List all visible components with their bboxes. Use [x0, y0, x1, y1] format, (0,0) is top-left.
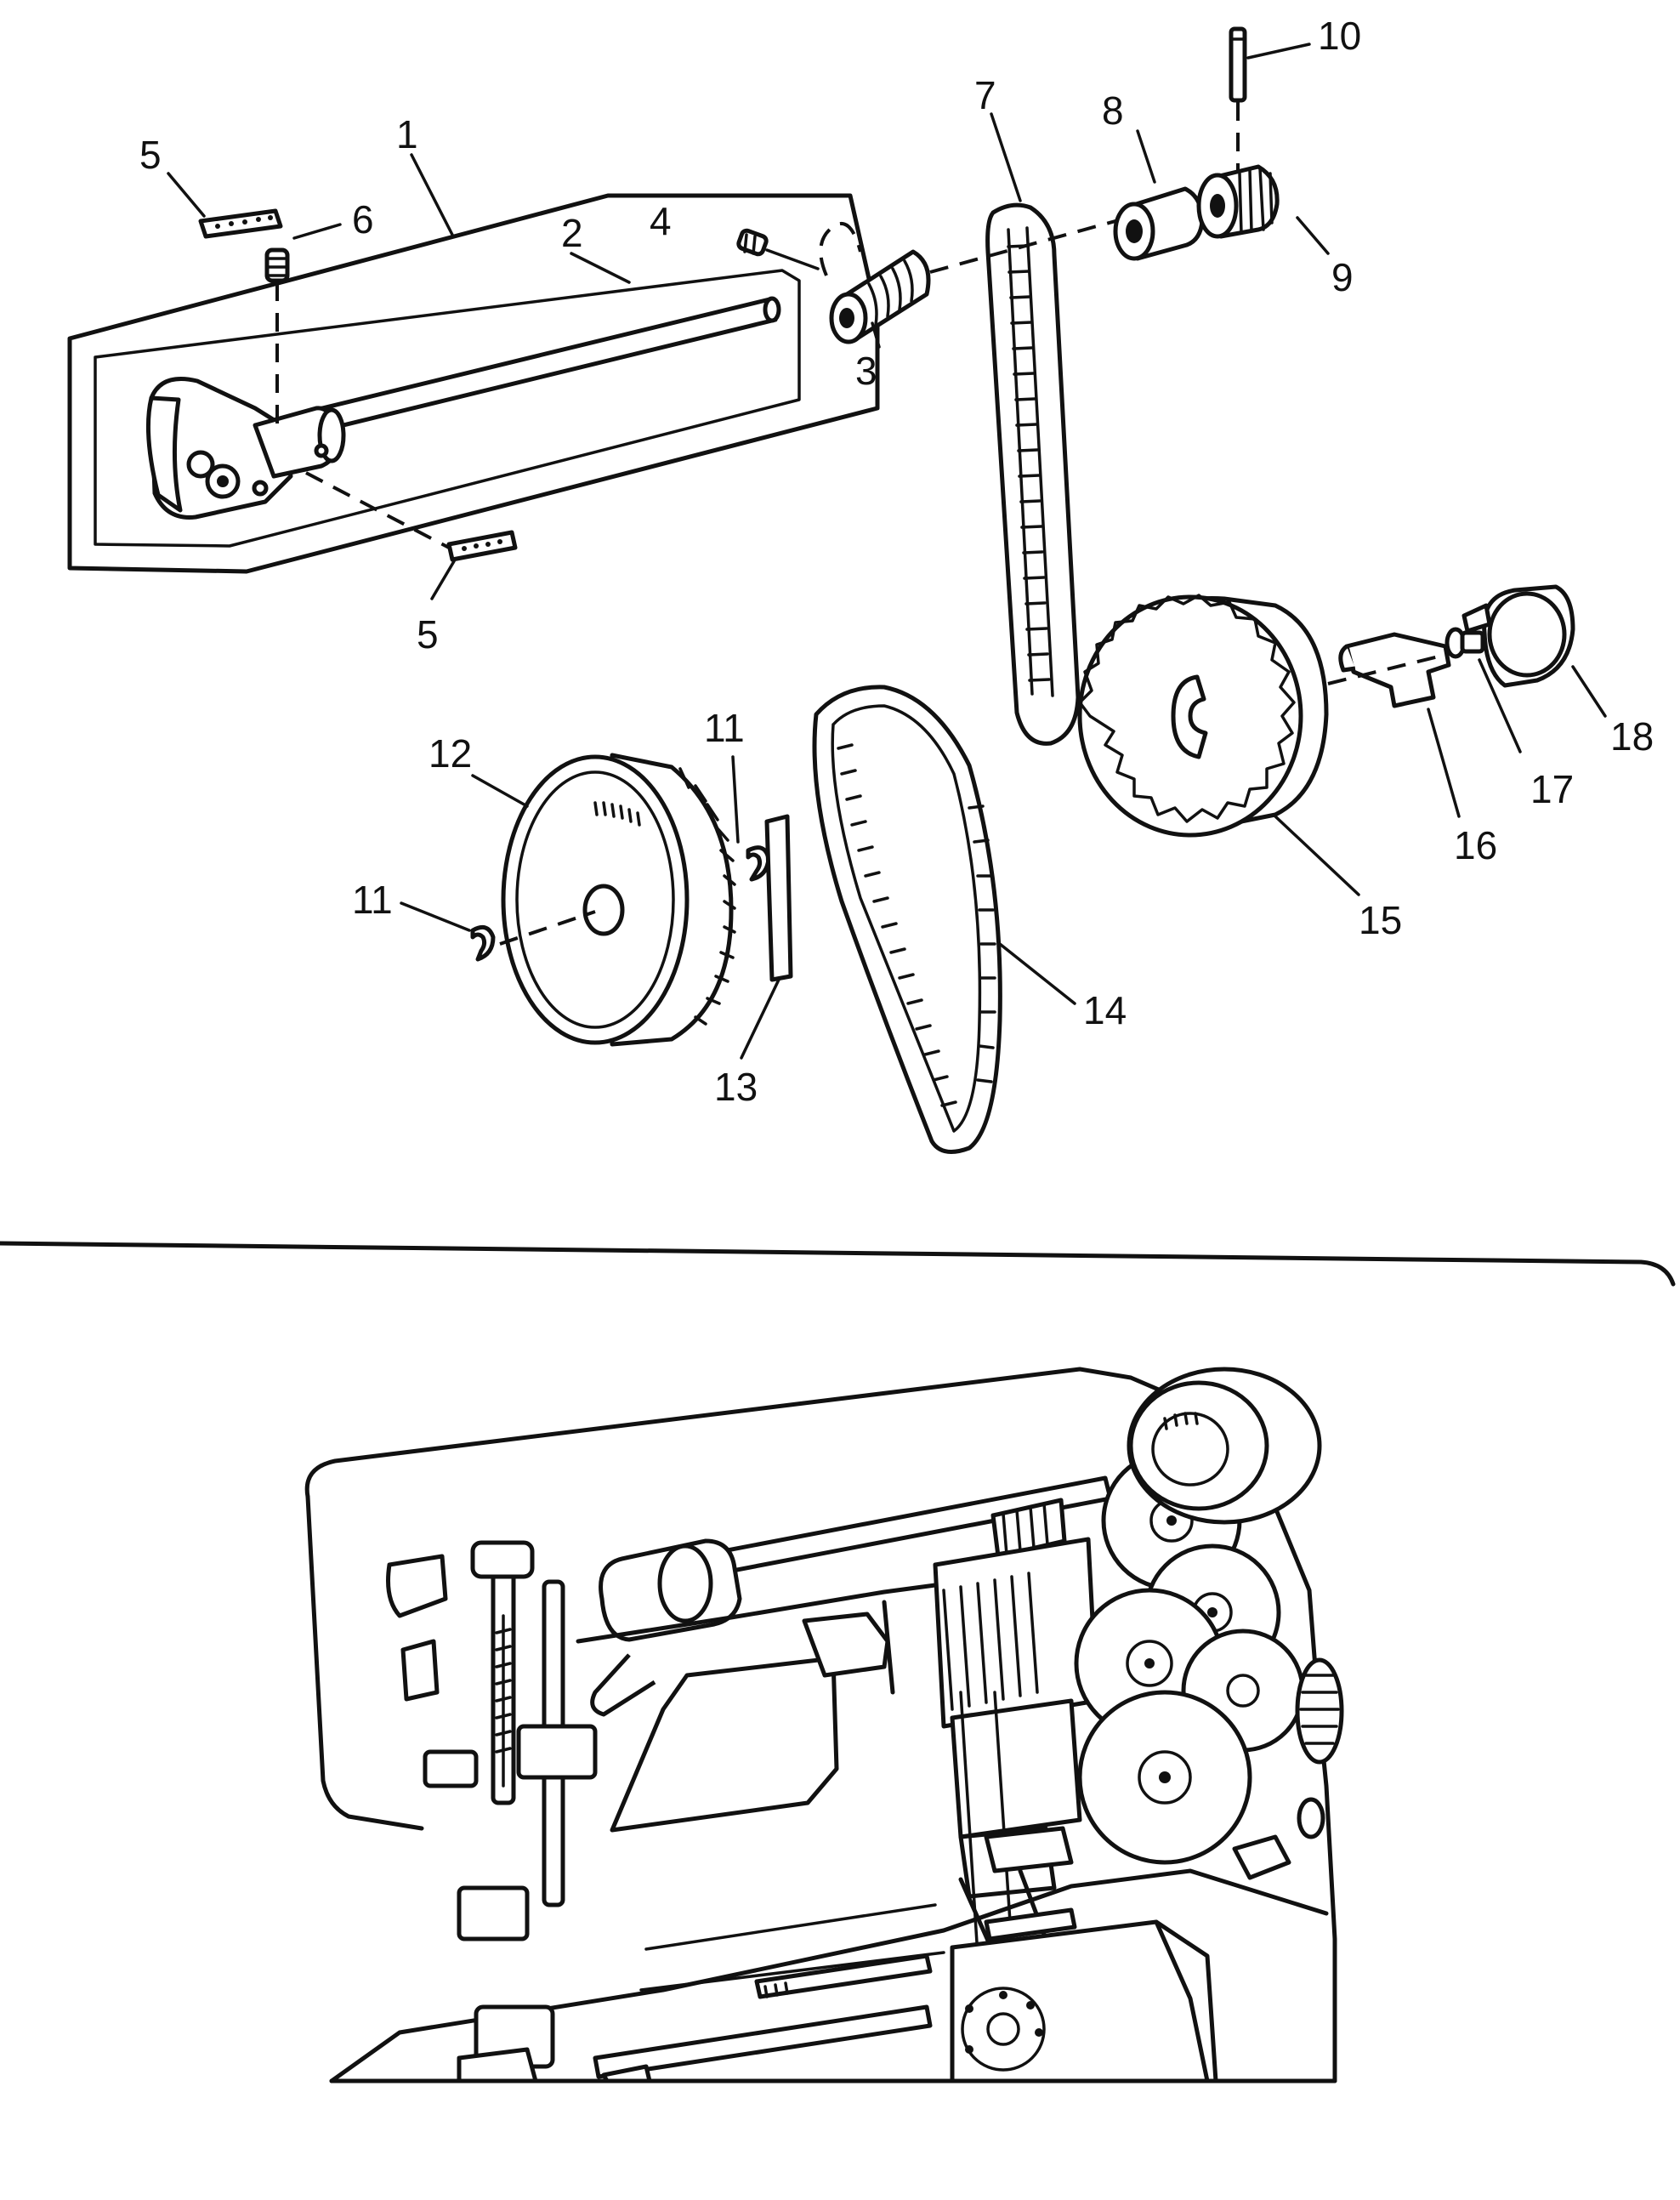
timing-belt-14 — [812, 685, 1002, 1154]
screw-4 — [736, 228, 769, 257]
worm-gear-3 — [829, 249, 931, 344]
exploded-view — [67, 26, 1607, 1154]
callout-1: 1 — [396, 112, 418, 156]
callout-4: 4 — [650, 199, 672, 243]
pulley-9 — [1196, 164, 1280, 239]
section-divider — [0, 1241, 1676, 1287]
callout-14: 14 — [1083, 988, 1127, 1032]
retaining-ring-11-right — [746, 845, 771, 882]
callout-3: 3 — [855, 349, 877, 393]
callout-12: 12 — [429, 731, 472, 776]
leader-lines — [167, 43, 1607, 1060]
callout-5-upper: 5 — [139, 133, 162, 177]
callout-2: 2 — [561, 211, 583, 255]
pin-10 — [1229, 26, 1247, 103]
bushing-8 — [1113, 186, 1205, 261]
callout-18: 18 — [1610, 714, 1654, 759]
callout-15: 15 — [1359, 898, 1402, 942]
callout-6: 6 — [352, 197, 374, 242]
callout-11-left: 11 — [352, 878, 393, 922]
pin-5-upper — [198, 208, 283, 239]
cap-18 — [1461, 584, 1575, 688]
drive-pulley-15 — [1077, 594, 1329, 838]
callout-5-lower: 5 — [417, 612, 439, 657]
key-13 — [764, 814, 793, 982]
callout-numbers: 1 2 3 4 5 5 6 7 8 9 10 11 11 12 13 14 15… — [139, 14, 1654, 1109]
retaining-ring-11-left — [470, 924, 496, 962]
callout-16: 16 — [1454, 823, 1497, 867]
callout-13: 13 — [714, 1065, 758, 1109]
shaft-crank-hub — [145, 377, 346, 520]
assembly-1-outline — [67, 193, 880, 574]
callout-9: 9 — [1331, 255, 1354, 299]
bracket-16 — [1338, 632, 1451, 708]
pin-5-lower — [446, 530, 518, 562]
screw-17 — [1444, 627, 1485, 659]
assembly-2-outline — [94, 269, 801, 548]
assembled-machine-view — [304, 1367, 1344, 2083]
callout-8: 8 — [1102, 88, 1124, 133]
timing-belt-7 — [985, 202, 1081, 746]
callout-17: 17 — [1530, 767, 1574, 811]
handwheel-pulley-12 — [501, 753, 736, 1047]
callout-10: 10 — [1318, 14, 1361, 58]
callout-7: 7 — [974, 73, 996, 117]
main-shaft — [278, 296, 781, 441]
set-screw-6 — [264, 247, 290, 283]
callout-11-right: 11 — [704, 706, 745, 750]
